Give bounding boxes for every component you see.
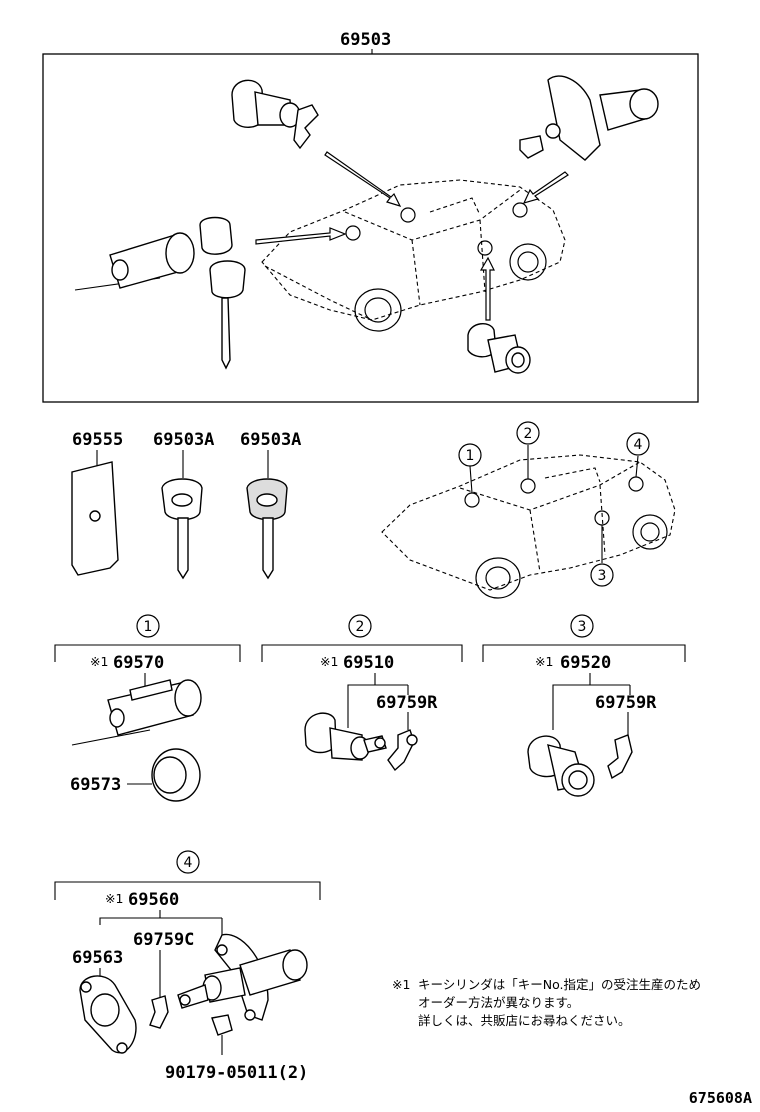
arrows [255, 151, 569, 321]
section-4-callout: 4 [184, 855, 193, 871]
ref-mark-1: ※1 [90, 654, 108, 669]
car-illustration-locations [381, 445, 676, 599]
car-callouts: 1 2 4 3 [458, 421, 650, 587]
section-4-rear-lock: 4 ※1 69560 69563 69759C 90179-05011(2) [54, 850, 321, 1083]
label-69560: 69560 [128, 890, 179, 910]
label-69503: 69503 [340, 30, 391, 50]
label-69759C: 69759C [133, 930, 194, 950]
label-69555: 69555 [72, 430, 123, 450]
section-3-door-lock: 3 ※1 69520 69759R [482, 614, 686, 797]
label-90179-05011: 90179-05011(2) [165, 1063, 308, 1083]
ignition-cylinder-with-keys [74, 216, 246, 370]
ref-mark-4: ※1 [105, 891, 123, 906]
section-1-callout: 1 [144, 619, 153, 635]
master-key [161, 450, 203, 580]
section-2-door-lock: 2 ※1 69510 69759R [261, 614, 463, 772]
callout-1-car: 1 [466, 448, 475, 464]
ref-mark-3: ※1 [535, 654, 553, 669]
label-69759R-2: 69759R [376, 693, 438, 713]
callout-2-car: 2 [524, 426, 533, 442]
assembly-frame [42, 53, 699, 403]
key-plate [71, 450, 119, 576]
ref-mark-2: ※1 [320, 654, 338, 669]
section-1-ignition: 1 ※1 69570 69573 [54, 614, 241, 802]
drawing-number: 675608A [689, 1089, 752, 1107]
label-69520: 69520 [560, 653, 611, 673]
label-69503A-2: 69503A [240, 430, 301, 450]
sub-key [246, 450, 288, 580]
glove-box-lock [231, 79, 319, 150]
note-ref-mark: ※1 [392, 977, 410, 992]
label-69563: 69563 [72, 948, 123, 968]
label-69570: 69570 [113, 653, 164, 673]
note-line-1: キーシリンダは「キーNo.指定」の受注生産のため [418, 977, 701, 992]
callout-3-car: 3 [598, 568, 607, 584]
rear-lock-cylinder [519, 75, 659, 161]
label-69503A-1: 69503A [153, 430, 214, 450]
car-illustration-main [261, 179, 566, 332]
door-lock-cylinder [467, 323, 531, 374]
label-69573: 69573 [70, 775, 121, 795]
note-line-2: オーダー方法が異なります。 [418, 995, 579, 1010]
label-69759R-3: 69759R [595, 693, 657, 713]
order-note: ※1 キーシリンダは「キーNo.指定」の受注生産のため オーダー方法が異なります… [392, 977, 701, 1028]
section-3-callout: 3 [578, 619, 587, 635]
section-2-callout: 2 [356, 619, 365, 635]
label-69510: 69510 [343, 653, 394, 673]
callout-4-car: 4 [634, 437, 643, 453]
note-line-3: 詳しくは、共販店にお尋ねください。 [418, 1013, 631, 1028]
